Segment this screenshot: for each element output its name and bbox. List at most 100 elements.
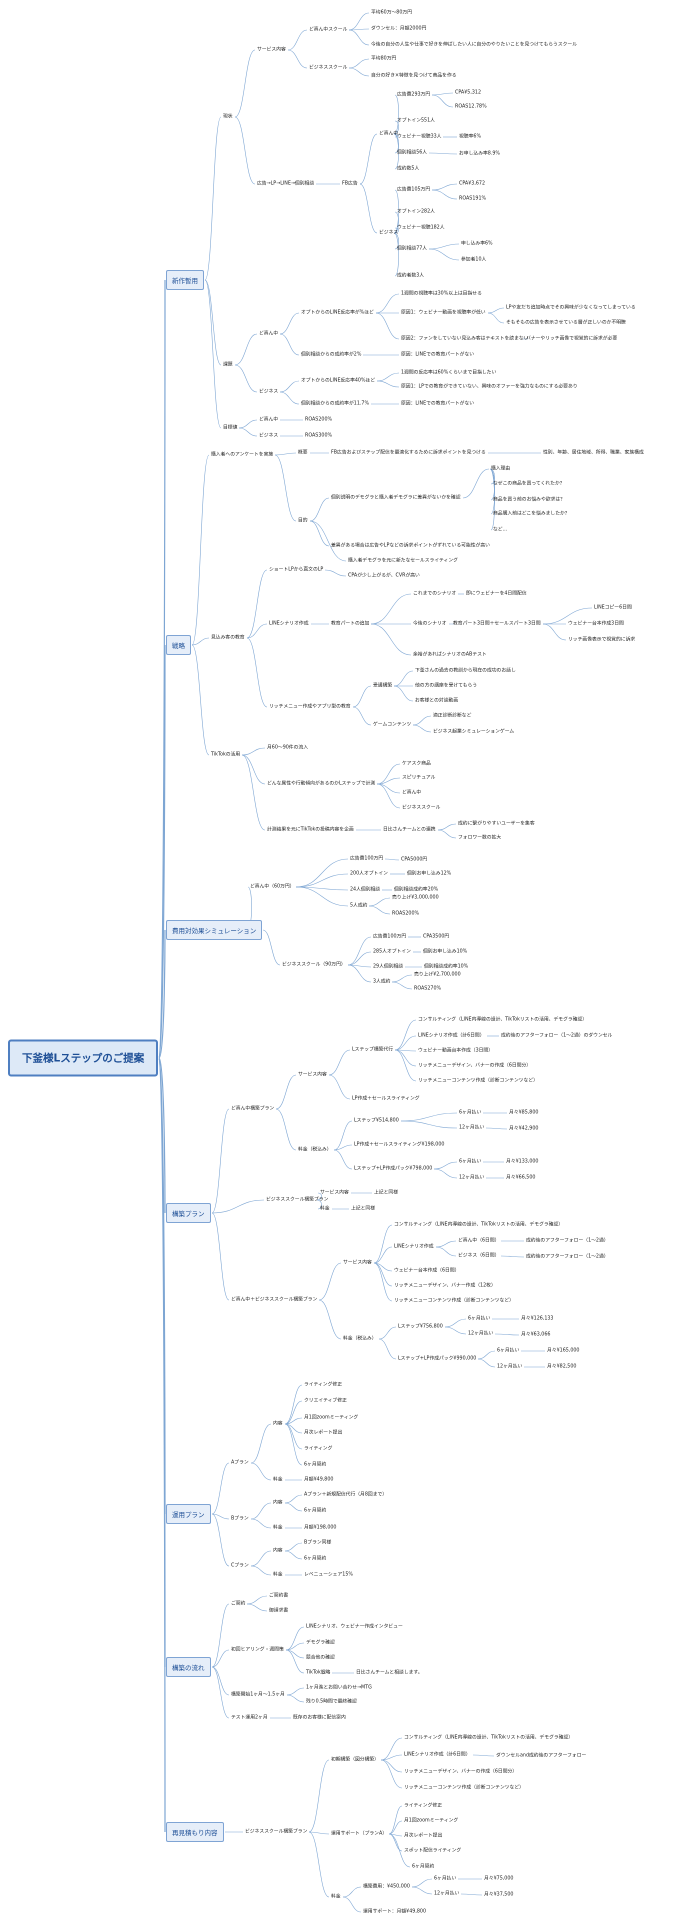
connector-line xyxy=(250,1565,272,1576)
topic-n107: 売り上げ¥3,000,000 xyxy=(392,895,439,901)
topic-n70: LINEシナリオ作成 xyxy=(269,621,309,627)
topic-n13: 広告費293万円 xyxy=(397,92,431,98)
connector-line xyxy=(348,29,370,46)
connector-line xyxy=(393,685,414,702)
topic-n168: Aプラン xyxy=(231,1460,249,1466)
connector-line xyxy=(284,1384,303,1425)
topic-n118: ROAS270% xyxy=(414,986,442,992)
connector-line xyxy=(284,1542,303,1552)
connector-line xyxy=(376,777,401,785)
topic-n133: 12ヶ月払い xyxy=(459,1125,485,1131)
topic-n44: オプトからのLINE反応率40%ほど xyxy=(301,378,376,384)
topic-n81: 受講構築 xyxy=(373,683,393,689)
topic-n76: LINEコピー6日間 xyxy=(594,605,632,611)
topic-n110: 広告費100万円 xyxy=(373,934,407,940)
topic-n57: 性別、年齢、居住地域、所得、職業、家族構成 xyxy=(543,450,644,456)
connector-line xyxy=(284,1417,303,1425)
topic-n94: ビジネススクール xyxy=(402,805,441,811)
connector-line xyxy=(500,1255,525,1258)
topic-n205: 初期構築（図分構築） xyxy=(331,1757,379,1763)
topic-n46: 原因1：LPでの教育ができていない、興味のオファーを強力なものにする必要あり xyxy=(401,384,578,390)
connector-line xyxy=(308,1831,330,1835)
topic-n220: 月々¥75,000 xyxy=(484,1876,514,1882)
topic-n164: 6ヶ月払い xyxy=(497,1348,520,1354)
topic-n195: デモグラ確認 xyxy=(306,1640,335,1646)
connector-line xyxy=(388,1820,403,1835)
topic-n111: CPA3500円 xyxy=(423,934,450,940)
topic-n104: 24人個別相談 xyxy=(350,887,381,893)
topic-n116: 3人成約 xyxy=(373,979,391,985)
connector-line xyxy=(238,427,258,437)
connector-line xyxy=(158,1057,166,1833)
connector-line xyxy=(234,333,258,366)
connector-line xyxy=(234,116,256,185)
connector-line xyxy=(373,1262,393,1302)
connector-line xyxy=(428,248,460,261)
connector-line xyxy=(400,1112,458,1122)
topic-n163: Lステップ+LP作成パック¥990,000 xyxy=(398,1356,477,1362)
connector-line xyxy=(246,569,268,639)
connector-line xyxy=(431,92,454,96)
topic-n9: 自分の好き×特徴を見つけて商品を作る xyxy=(371,73,457,79)
topic-n49: 目標値 xyxy=(223,425,238,431)
topic-n83: 他の方の講座を受けてもらう xyxy=(415,683,478,689)
topic-n214: 月次レポート提出 xyxy=(404,1833,443,1839)
topic-n212: ライティング修正 xyxy=(404,1803,442,1809)
connector-line xyxy=(394,1019,417,1051)
topic-n75: 教育パート3日間＋セールスパート3日間 xyxy=(453,621,541,627)
connector-line xyxy=(477,1350,496,1360)
topic-n198: 日比さんチームと相談します。 xyxy=(356,1670,423,1676)
topic-n151: 成約後のアフターフォロー（1〜2通） xyxy=(526,1238,609,1244)
connector-line xyxy=(275,1074,297,1110)
connector-line xyxy=(191,637,210,646)
topic-n128: LP作成＋セールスライティング xyxy=(352,1096,420,1102)
topic-n176: 料金 xyxy=(273,1477,283,1483)
connector-line xyxy=(318,1299,342,1340)
topic-n29: 申し込み率6% xyxy=(461,241,493,247)
connector-line xyxy=(308,1759,330,1833)
topic-n109: ビジネススクール（90万円） xyxy=(282,962,346,968)
connector-line xyxy=(472,1754,495,1757)
connector-line xyxy=(393,133,399,170)
topic-n21: 成約数5人 xyxy=(397,166,420,172)
topic-n51: ROAS200% xyxy=(305,417,333,423)
connector-line xyxy=(211,1462,230,1515)
topic-n161: 12ヶ月払い xyxy=(468,1331,494,1337)
connector-line xyxy=(431,189,458,200)
topic-n73: 即にウェビナーを4日間配信 xyxy=(466,591,527,597)
topic-n47: 個別相談からの成約率が11.7% xyxy=(301,401,370,407)
connector-line xyxy=(342,1886,362,1898)
topic-n125: ウェビナー動画台本作成（3日間） xyxy=(418,1048,494,1054)
connector-line xyxy=(431,183,458,191)
topic-n137: 6ヶ月払い xyxy=(459,1159,482,1165)
connector-line xyxy=(394,1049,417,1082)
connector-line xyxy=(158,644,166,1059)
connector-line xyxy=(411,1886,433,1895)
topic-n121: Lステップ構築代行 xyxy=(352,1047,394,1053)
topic-n194: LINEシナリオ、ウェビナー作成インタビュー xyxy=(306,1624,403,1630)
topic-n122: コンサルティング（LINE内導線の設計、TikTokリストの活用、デモグラ確認） xyxy=(418,1017,588,1023)
connector-line xyxy=(373,1224,393,1264)
topic-n19: 個別相談56人 xyxy=(397,150,428,156)
connector-line xyxy=(348,58,370,69)
connector-line xyxy=(487,312,505,324)
connector-line xyxy=(295,858,349,888)
topic-n89: 月60〜90件の流入 xyxy=(267,745,308,751)
topic-n162: 月々¥63,066 xyxy=(521,1332,551,1338)
connector-line xyxy=(308,1831,330,1898)
connector-line xyxy=(359,133,378,185)
topic-n218: 構築費用：¥450,000 xyxy=(363,1884,410,1890)
topic-n54: 購入者へのアンケートを実施 xyxy=(211,452,274,458)
topic-n177: 月額¥49,800 xyxy=(304,1477,334,1483)
connector-line xyxy=(211,1649,230,1668)
connector-line xyxy=(250,1502,272,1520)
connector-line xyxy=(158,279,166,1059)
main-topic-c3: 費用対効果シミュレーション xyxy=(166,920,263,940)
topic-n202: テスト運用2ヶ月 xyxy=(231,1715,268,1721)
connector-line xyxy=(487,307,505,314)
topic-n201: 残り0.5時間で最終確認 xyxy=(306,1699,357,1705)
topic-n10: 広告→LP→LINE→個別相談 xyxy=(257,181,315,187)
topic-n101: CPA5000円 xyxy=(401,857,428,863)
topic-n15: ROAS12.78% xyxy=(455,104,487,110)
